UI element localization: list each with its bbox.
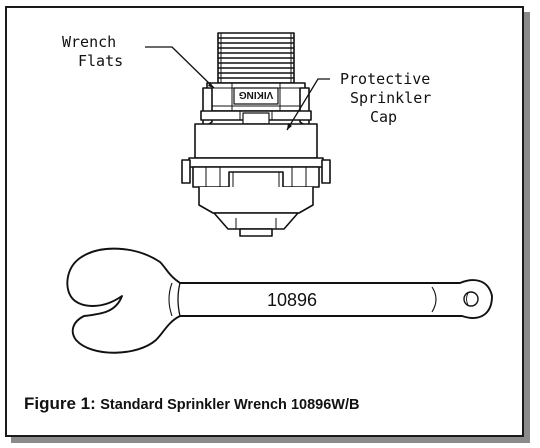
protective-cap-label-line2: Sprinkler bbox=[350, 89, 431, 107]
figure-caption: Figure 1: Standard Sprinkler Wrench 1089… bbox=[24, 394, 524, 414]
sprinkler-assembly bbox=[181, 32, 331, 237]
wrench-flats-leader bbox=[145, 46, 215, 89]
wrench-hang-hole bbox=[463, 291, 479, 307]
sprinkler-frame bbox=[200, 87, 312, 129]
figure-caption-prefix: Figure 1: bbox=[24, 394, 96, 413]
protective-cap-leader bbox=[286, 78, 330, 131]
sprinkler-wrench-flats bbox=[206, 82, 306, 112]
wrench-part-number: 10896 bbox=[267, 290, 317, 310]
protective-cap bbox=[181, 123, 331, 237]
wrench-10896 bbox=[66, 247, 493, 354]
protective-cap-label-line3: Cap bbox=[370, 108, 397, 126]
protective-cap-label-line1: Protective bbox=[340, 70, 430, 88]
sprinkler-thread bbox=[217, 32, 295, 84]
wrench-flats-label-line2: Flats bbox=[78, 52, 123, 70]
viking-brand-mark: VIKING bbox=[239, 89, 274, 100]
figure-caption-text: Standard Sprinkler Wrench 10896W/B bbox=[100, 397, 360, 413]
wrench-flats-label-line1: Wrench bbox=[62, 33, 116, 51]
